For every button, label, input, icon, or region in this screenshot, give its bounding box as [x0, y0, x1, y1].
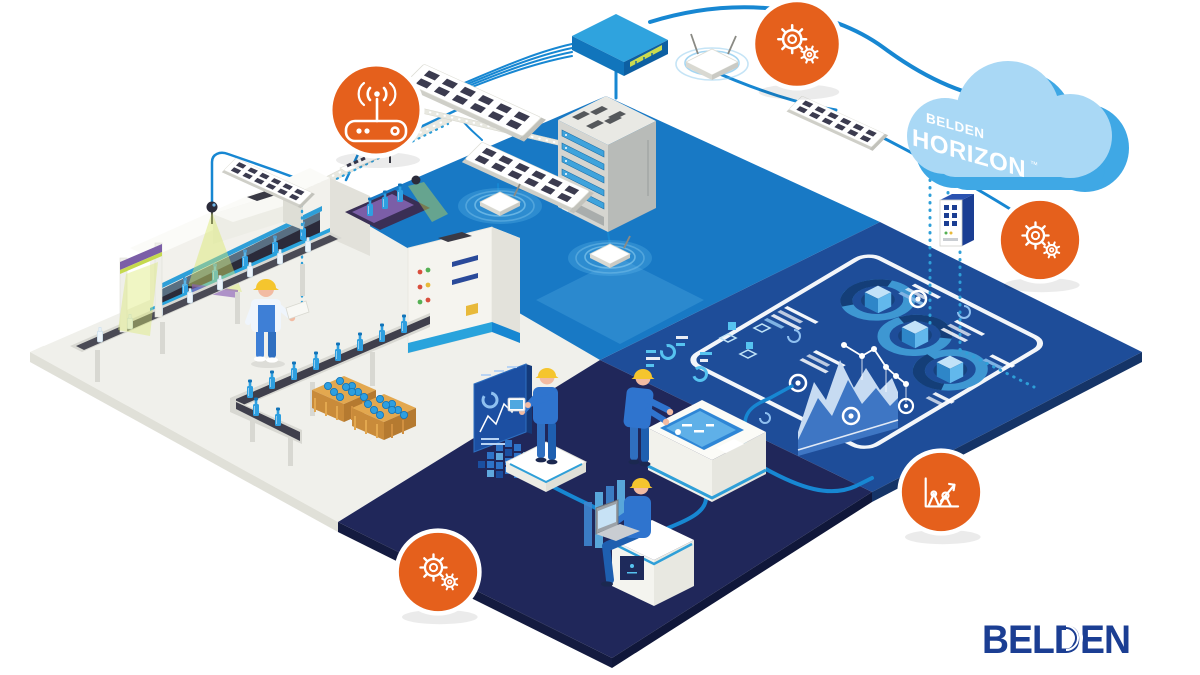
conveyor-blue-bottles — [230, 313, 430, 466]
mountain-chart — [797, 360, 899, 456]
hard-hat — [631, 369, 655, 379]
factory-worker — [245, 279, 310, 368]
belden-logo: BELDEN — [982, 618, 1131, 662]
kpi-monitor — [473, 363, 532, 453]
filling-camera — [411, 175, 421, 185]
hard-hat — [629, 478, 653, 488]
line-chart — [841, 342, 909, 402]
control-room — [473, 322, 874, 606]
dashboard-text-rows — [763, 283, 1016, 406]
laptop — [595, 499, 640, 541]
belden-logo-text: BELDEN — [982, 618, 1130, 662]
core-switch — [572, 14, 668, 76]
filling-section — [345, 144, 448, 230]
rack-vents — [572, 106, 626, 129]
factory-area — [36, 103, 567, 466]
platform-worker — [504, 368, 588, 492]
switch-port-strip — [630, 45, 662, 67]
warning-sticker — [466, 303, 478, 316]
filling-beam — [408, 182, 448, 222]
edge-switch — [939, 194, 974, 247]
scanner-portal — [118, 242, 163, 336]
wireless-router — [675, 33, 749, 81]
badge-wireless-router — [330, 64, 422, 168]
portal-beam — [118, 262, 158, 336]
cloud-trademark-text: ™ — [1030, 159, 1038, 170]
rack-floor-glow — [536, 258, 704, 344]
belden-horizon-cloud: BELDEN HORIZON ™ — [907, 61, 1129, 192]
console-worker — [623, 369, 674, 467]
belden-logo-arcs — [1065, 621, 1083, 655]
cloud-group: BELDEN HORIZON ™ — [907, 61, 1129, 389]
analytics-dashboard — [690, 254, 1044, 476]
hard-hat — [535, 368, 559, 378]
console-station — [646, 322, 772, 502]
switch-cable-1 — [461, 43, 573, 85]
dashboard-border — [690, 254, 1044, 449]
laptop-worker — [584, 478, 694, 606]
cloud-dotted-links — [928, 178, 1036, 389]
cabinet-leds — [417, 255, 478, 316]
console-keypad — [716, 439, 744, 453]
clipboard — [285, 300, 310, 320]
hard-hat — [253, 279, 279, 290]
factory-floor-edge — [30, 352, 338, 532]
control-cabinet — [407, 226, 520, 354]
badge-gears-right — [999, 199, 1082, 293]
tablet — [507, 397, 526, 412]
badge-growth-chart — [900, 451, 983, 545]
cabinet-vent — [438, 232, 472, 242]
patch-panel-c — [786, 95, 889, 152]
console-hologram — [646, 322, 772, 382]
scan-beam — [188, 212, 242, 292]
server-rack — [558, 96, 656, 232]
conveyor-empty-bottles — [70, 232, 342, 382]
bottling-machine — [130, 153, 379, 318]
badge-gears-top — [753, 0, 841, 100]
control-floor-edge-right — [612, 492, 872, 668]
switch-cable-2 — [457, 47, 573, 89]
badge-gears-bottom — [397, 531, 480, 625]
dashboard-nodes — [759, 289, 971, 426]
machine-roof-unit — [213, 189, 303, 244]
server-room — [221, 14, 889, 344]
